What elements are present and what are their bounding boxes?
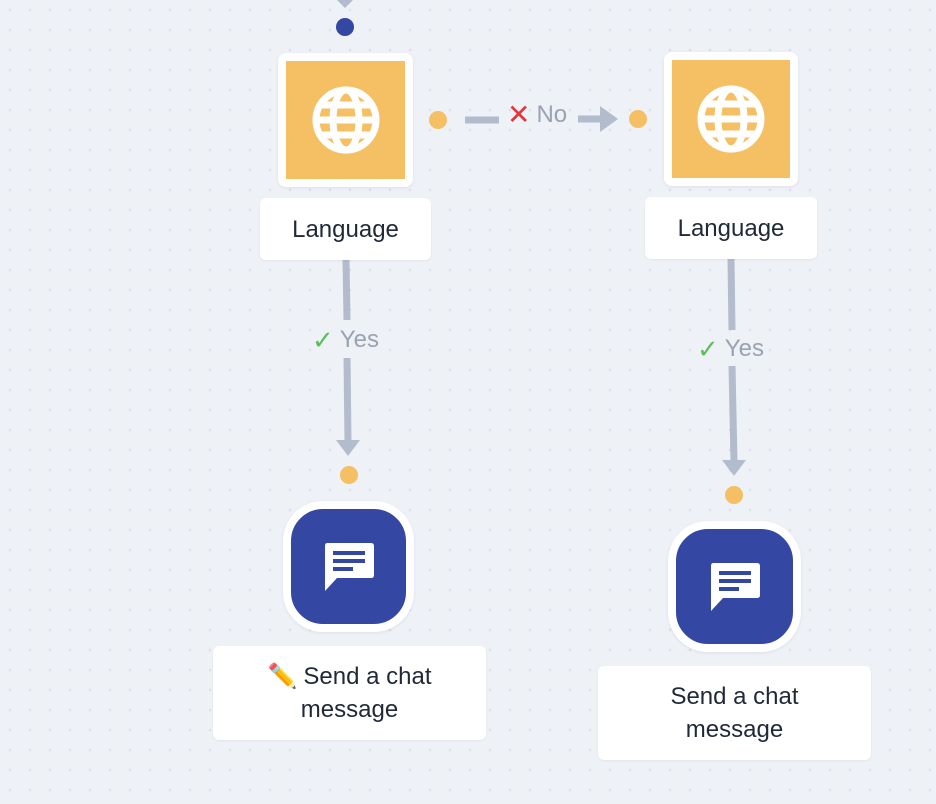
language-node-1[interactable] [278, 53, 413, 187]
edge-yes-right-arrowhead [722, 460, 746, 476]
globe-icon [312, 86, 379, 154]
chat-node-2-input-handle[interactable] [725, 486, 743, 504]
edge-yes-left-label[interactable]: ✓ Yes [312, 324, 379, 356]
edge-yes-left-line-a [342, 259, 351, 321]
chat-node-2-label[interactable]: Send a chat message [598, 666, 871, 760]
node-label-text: Send a chat message [300, 663, 432, 723]
chat-node-2[interactable] [668, 521, 801, 652]
chat-message-icon [710, 562, 760, 611]
globe-icon [697, 85, 765, 153]
edge-no-label[interactable]: ✕ No [507, 101, 567, 129]
pencil-icon: ✏️ [267, 663, 298, 690]
edge-yes-left-text: Yes [339, 326, 379, 353]
language-node-2-input-handle[interactable] [629, 110, 647, 128]
chat-message-icon [324, 542, 374, 591]
language-node-2-label[interactable]: Language [645, 197, 817, 259]
cross-icon: ✕ [507, 99, 531, 130]
edge-no-arrowhead [600, 106, 618, 132]
chat-node-1-input-handle[interactable] [340, 466, 358, 484]
node-label-text: Send a chat message [670, 683, 799, 743]
language-node-1-label[interactable]: Language [260, 198, 431, 260]
node-label-text: Language [292, 215, 399, 243]
incoming-edge-arrowhead [337, 0, 353, 8]
edge-yes-left-line-b [343, 357, 352, 443]
chat-node-1[interactable] [283, 501, 414, 632]
chat-node-1-label[interactable]: ✏️Send a chat message [213, 646, 486, 740]
language-node-1-output-handle[interactable] [429, 111, 447, 129]
edge-no-text: No [536, 101, 568, 128]
language-node-2[interactable] [664, 52, 798, 186]
edge-yes-right-text: Yes [724, 335, 764, 362]
node-label-line: ✏️Send a chat message [231, 660, 468, 726]
edge-yes-left-arrowhead [336, 440, 360, 456]
edge-yes-right-label[interactable]: ✓ Yes [697, 333, 764, 365]
node-label-text: Language [677, 214, 785, 242]
edge-yes-right-line-a [727, 258, 736, 331]
check-icon: ✓ [697, 334, 719, 364]
edge-yes-right-line-b [728, 365, 738, 463]
check-icon: ✓ [312, 325, 334, 355]
incoming-handle[interactable] [336, 18, 354, 36]
